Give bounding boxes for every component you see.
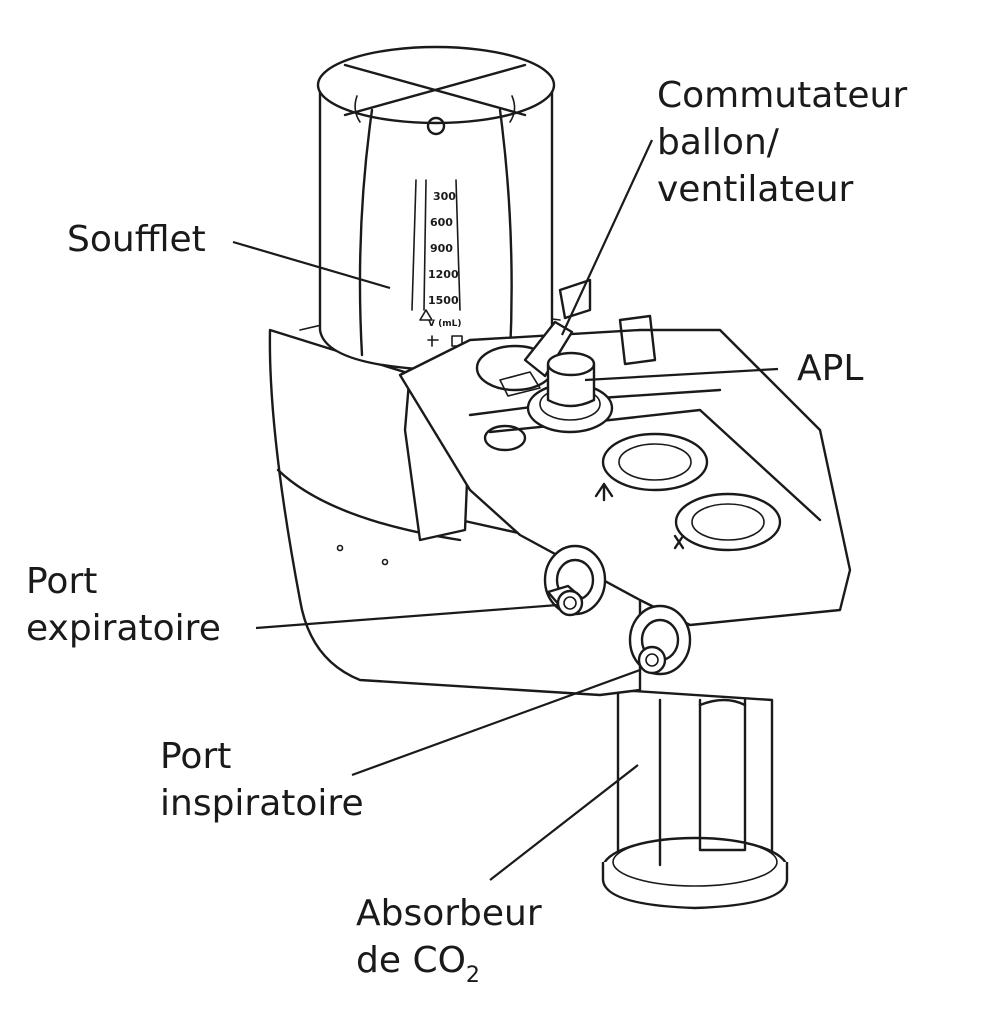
leader-port-inspiratoire [351, 668, 641, 777]
label-absorbeur-line2: de CO2 [356, 937, 542, 989]
callout-leaders [232, 139, 779, 881]
label-port-expiratoire-line1: Port [26, 561, 98, 602]
inspiratory-port [628, 604, 692, 676]
label-port-inspiratoire-line2: inspiratoire [160, 783, 364, 824]
label-soufflet: Soufflet [67, 216, 206, 263]
label-absorbeur-co: de CO [356, 940, 466, 981]
label-commutateur: Commutateur ballon/ ventilateur [657, 72, 907, 213]
bellows-scale-1500: 1500 [428, 294, 459, 307]
bellows-volume-caption: V (mL) [428, 319, 461, 329]
label-soufflet-text: Soufflet [67, 219, 206, 260]
bellows-scale-300: 300 [433, 190, 456, 203]
label-port-inspiratoire: Port inspiratoire [160, 733, 364, 827]
bellows-scale-1200: 1200 [428, 268, 459, 281]
apl-valve [526, 351, 614, 434]
label-port-expiratoire: Port expiratoire [26, 558, 221, 652]
leader-absorbeur [489, 764, 639, 881]
expiratory-port [543, 544, 607, 617]
label-commutateur-line2: ballon/ [657, 122, 779, 163]
label-commutateur-line1: Commutateur [657, 75, 908, 116]
label-commutateur-line3: ventilateur [657, 169, 854, 210]
leader-apl [584, 367, 779, 382]
label-apl-text: APL [797, 348, 864, 389]
leader-soufflet [232, 240, 391, 290]
label-apl: APL [797, 345, 863, 392]
bellows-dome: 300 600 900 1200 1500 V (mL) [316, 45, 556, 372]
leader-port-expiratoire [255, 603, 559, 630]
bellows-scale-600: 600 [430, 216, 453, 229]
co2-absorber-canister [601, 688, 789, 910]
label-absorbeur: Absorbeur de CO2 [356, 890, 542, 989]
label-absorbeur-subscript: 2 [465, 963, 480, 988]
label-port-inspiratoire-line1: Port [160, 736, 232, 777]
bellows-scale-900: 900 [430, 242, 453, 255]
label-port-expiratoire-line2: expiratoire [26, 608, 221, 649]
leader-commutateur [561, 139, 653, 336]
label-absorbeur-line1: Absorbeur [356, 893, 542, 934]
